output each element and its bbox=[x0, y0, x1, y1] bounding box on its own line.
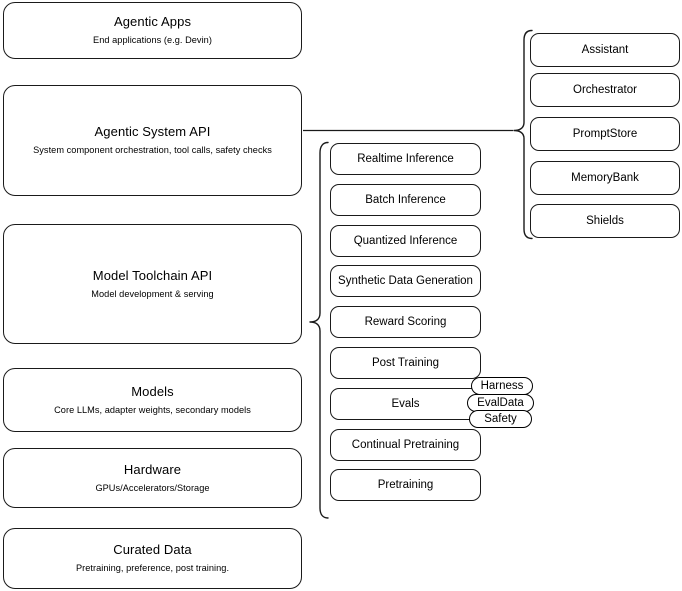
capability-realtime-inference[interactable]: Realtime Inference bbox=[330, 143, 481, 175]
capability-label: Quantized Inference bbox=[353, 235, 458, 247]
evals-badge-label: EvalData bbox=[477, 397, 524, 409]
layer-title: Agentic Apps bbox=[113, 14, 192, 30]
layer-hardware[interactable]: Hardware GPUs/Accelerators/Storage bbox=[3, 448, 302, 508]
layer-title: Hardware bbox=[123, 461, 182, 477]
layer-title: Curated Data bbox=[113, 542, 192, 558]
component-label: Assistant bbox=[581, 44, 629, 56]
evals-badge-evaldata[interactable]: EvalData bbox=[467, 394, 534, 412]
component-promptstore[interactable]: PromptStore bbox=[530, 117, 680, 151]
capability-pretraining[interactable]: Pretraining bbox=[330, 469, 481, 501]
capability-label: Post Training bbox=[371, 357, 440, 369]
component-label: Orchestrator bbox=[573, 84, 637, 96]
component-orchestrator[interactable]: Orchestrator bbox=[530, 73, 680, 107]
component-memorybank[interactable]: MemoryBank bbox=[530, 161, 680, 195]
layer-subtitle: Pretraining, preference, post training. bbox=[75, 563, 230, 574]
capability-label: Continual Pretraining bbox=[351, 439, 460, 451]
capability-label: Evals bbox=[391, 398, 420, 410]
layer-subtitle: Model development & serving bbox=[91, 288, 214, 299]
capability-batch-inference[interactable]: Batch Inference bbox=[330, 184, 481, 216]
layer-subtitle: GPUs/Accelerators/Storage bbox=[95, 482, 210, 493]
layer-title: Models bbox=[131, 383, 174, 399]
capability-continual-pretraining[interactable]: Continual Pretraining bbox=[330, 429, 481, 461]
capability-quantized-inference[interactable]: Quantized Inference bbox=[330, 225, 481, 257]
layer-subtitle: System component orchestration, tool cal… bbox=[33, 145, 272, 156]
capability-synthetic-data-generation[interactable]: Synthetic Data Generation bbox=[330, 265, 481, 297]
component-label: MemoryBank bbox=[571, 172, 639, 184]
capability-evals[interactable]: Evals bbox=[330, 388, 481, 420]
capability-post-training[interactable]: Post Training bbox=[330, 347, 481, 379]
evals-badge-label: Safety bbox=[484, 413, 517, 425]
component-assistant[interactable]: Assistant bbox=[530, 33, 680, 67]
component-shields[interactable]: Shields bbox=[530, 204, 680, 238]
evals-badge-safety[interactable]: Safety bbox=[469, 410, 532, 428]
capability-label: Synthetic Data Generation bbox=[338, 275, 473, 287]
capability-label: Pretraining bbox=[377, 479, 434, 491]
layer-agentic-system-api[interactable]: Agentic System API System component orch… bbox=[3, 85, 302, 196]
capability-label: Reward Scoring bbox=[364, 316, 447, 328]
layer-title: Model Toolchain API bbox=[92, 267, 213, 283]
capability-label: Realtime Inference bbox=[357, 153, 454, 165]
evals-badge-label: Harness bbox=[480, 380, 524, 392]
layer-agentic-apps[interactable]: Agentic Apps End applications (e.g. Devi… bbox=[3, 2, 302, 59]
layer-title: Agentic System API bbox=[94, 124, 211, 140]
middle-brace bbox=[309, 141, 329, 519]
capability-reward-scoring[interactable]: Reward Scoring bbox=[330, 306, 481, 338]
capability-label: Batch Inference bbox=[365, 194, 446, 206]
layer-subtitle: End applications (e.g. Devin) bbox=[93, 35, 212, 46]
component-label: PromptStore bbox=[572, 128, 638, 140]
evals-badge-harness[interactable]: Harness bbox=[471, 377, 533, 395]
layer-subtitle: Core LLMs, adapter weights, secondary mo… bbox=[54, 404, 251, 415]
layer-curated-data[interactable]: Curated Data Pretraining, preference, po… bbox=[3, 528, 302, 589]
layer-model-toolchain-api[interactable]: Model Toolchain API Model development & … bbox=[3, 224, 302, 344]
layer-models[interactable]: Models Core LLMs, adapter weights, secon… bbox=[3, 368, 302, 432]
component-label: Shields bbox=[586, 215, 624, 227]
